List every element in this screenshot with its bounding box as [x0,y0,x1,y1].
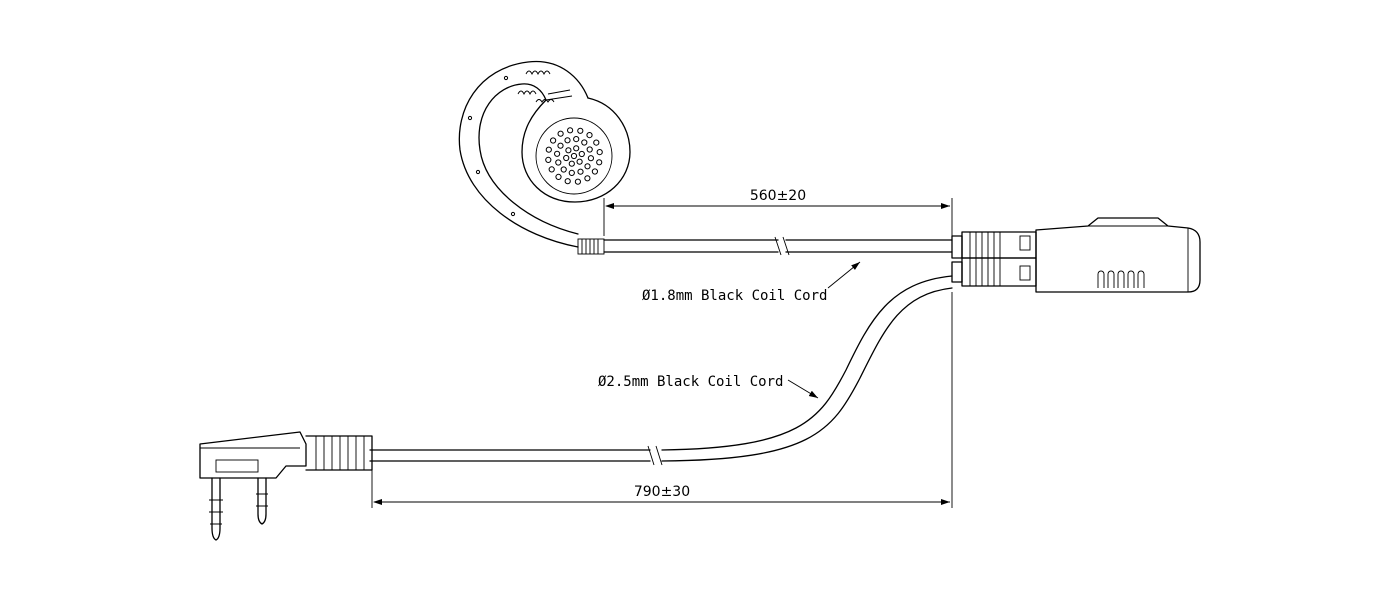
grille-hole [586,132,593,139]
dimension-560: 560±20 [603,188,953,236]
grille-hole [545,146,552,153]
grille-hole [560,166,567,173]
grille-hole [568,169,575,176]
split-connector [951,217,1201,293]
grille-hole [577,127,584,134]
grille-hole [550,137,557,144]
dimension-label-790: 790±30 [634,484,690,500]
grille-hole [555,173,562,180]
grille-hole [573,136,580,143]
grille-hole [564,137,571,144]
radio-plug [199,431,373,541]
grille-hole [548,166,555,173]
grille-hole [574,178,582,185]
grille-hole [584,175,591,182]
label-lower-cord: Ø2.5mm Black Coil Cord [598,374,783,390]
grille-hole [573,145,580,152]
grille-hole [578,150,585,158]
callout-upper-cord: Ø1.8mm Black Coil Cord [642,261,861,304]
grille-hole [568,160,575,167]
grille-hole [593,139,600,146]
grille-hole [557,130,564,137]
grille-hole [567,127,574,134]
lower-cord [369,275,953,466]
grille-hole [570,152,578,160]
grille-hole [565,147,572,154]
earhook-earpiece [458,60,631,255]
dimension-label-560: 560±20 [750,188,806,204]
grille-hole [587,155,595,162]
grille-hole [596,159,603,166]
label-upper-cord: Ø1.8mm Black Coil Cord [642,288,827,304]
dimension-790: 790±30 [371,292,953,508]
callout-lower-cord: Ø2.5mm Black Coil Cord [598,374,819,399]
grille-hole [555,159,562,166]
grille-hole [576,158,583,165]
hook-strain-relief [577,238,605,255]
grille-hole [577,168,584,175]
grille-hole [545,156,552,163]
grille-hole [596,149,603,156]
grille-hole [591,168,599,175]
grille-hole [586,146,593,153]
grille-hole [554,150,561,157]
grille-hole [581,139,588,146]
plug-label-window [215,459,259,473]
speaker-grille [545,127,603,185]
upper-cord [603,236,953,256]
grille-hole [557,142,564,149]
grille-hole [564,178,571,185]
grille-hole [584,163,591,170]
grille-hole [563,154,570,162]
